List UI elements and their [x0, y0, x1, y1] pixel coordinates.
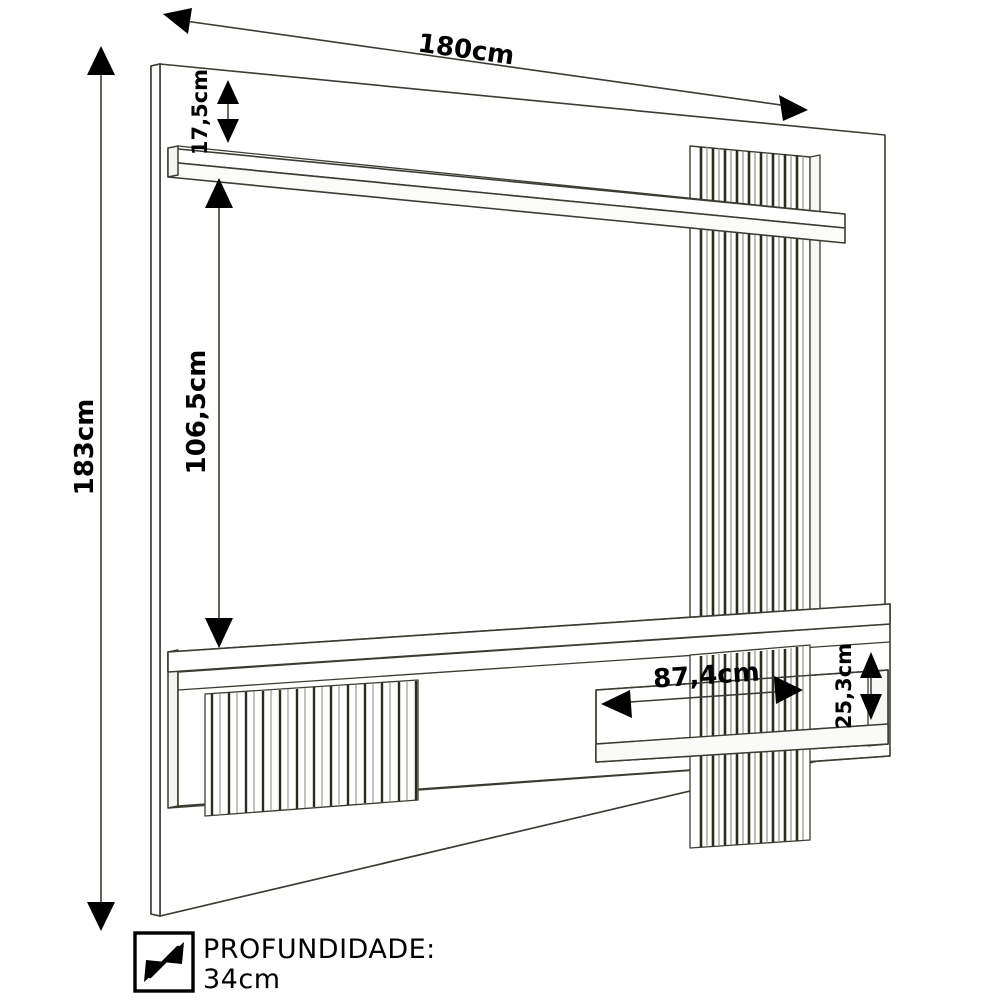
lower-cabinet-overlay [167, 603, 891, 763]
dimension-label-top-gap: 17,5cm [188, 69, 212, 155]
drawer-slat-panel [204, 679, 419, 817]
dimension-label-height: 183cm [70, 399, 100, 496]
dimension-height-183: 183cm [70, 46, 115, 931]
dimension-label-tv-area: 106,5cm [182, 350, 212, 475]
drawer-slat-lines [210, 681, 418, 815]
dimension-width-180: 180cm [163, 8, 808, 121]
depth-legend: PROFUNDIDADE: 34cm [133, 931, 436, 995]
dimension-top-gap-175: 17,5cm [188, 69, 239, 155]
dimension-tv-area-1065: 106,5cm [182, 178, 233, 648]
dimension-niche-height-253: 25,3cm [832, 643, 882, 729]
dimension-label-niche-width: 87,4cm [652, 657, 760, 694]
diagonal-resize-arrow-icon [144, 942, 184, 982]
dimension-niche-width-874: 87,4cm [601, 657, 803, 718]
depth-legend-label: PROFUNDIDADE: [203, 934, 436, 965]
dimension-label-width: 180cm [416, 29, 516, 72]
upper-slat-highlights [706, 147, 804, 655]
top-shelf [167, 145, 846, 244]
drawer-slat-highlights [219, 682, 408, 815]
dimension-label-niche-height: 25,3cm [832, 643, 856, 729]
depth-legend-value: 34cm [203, 964, 281, 995]
